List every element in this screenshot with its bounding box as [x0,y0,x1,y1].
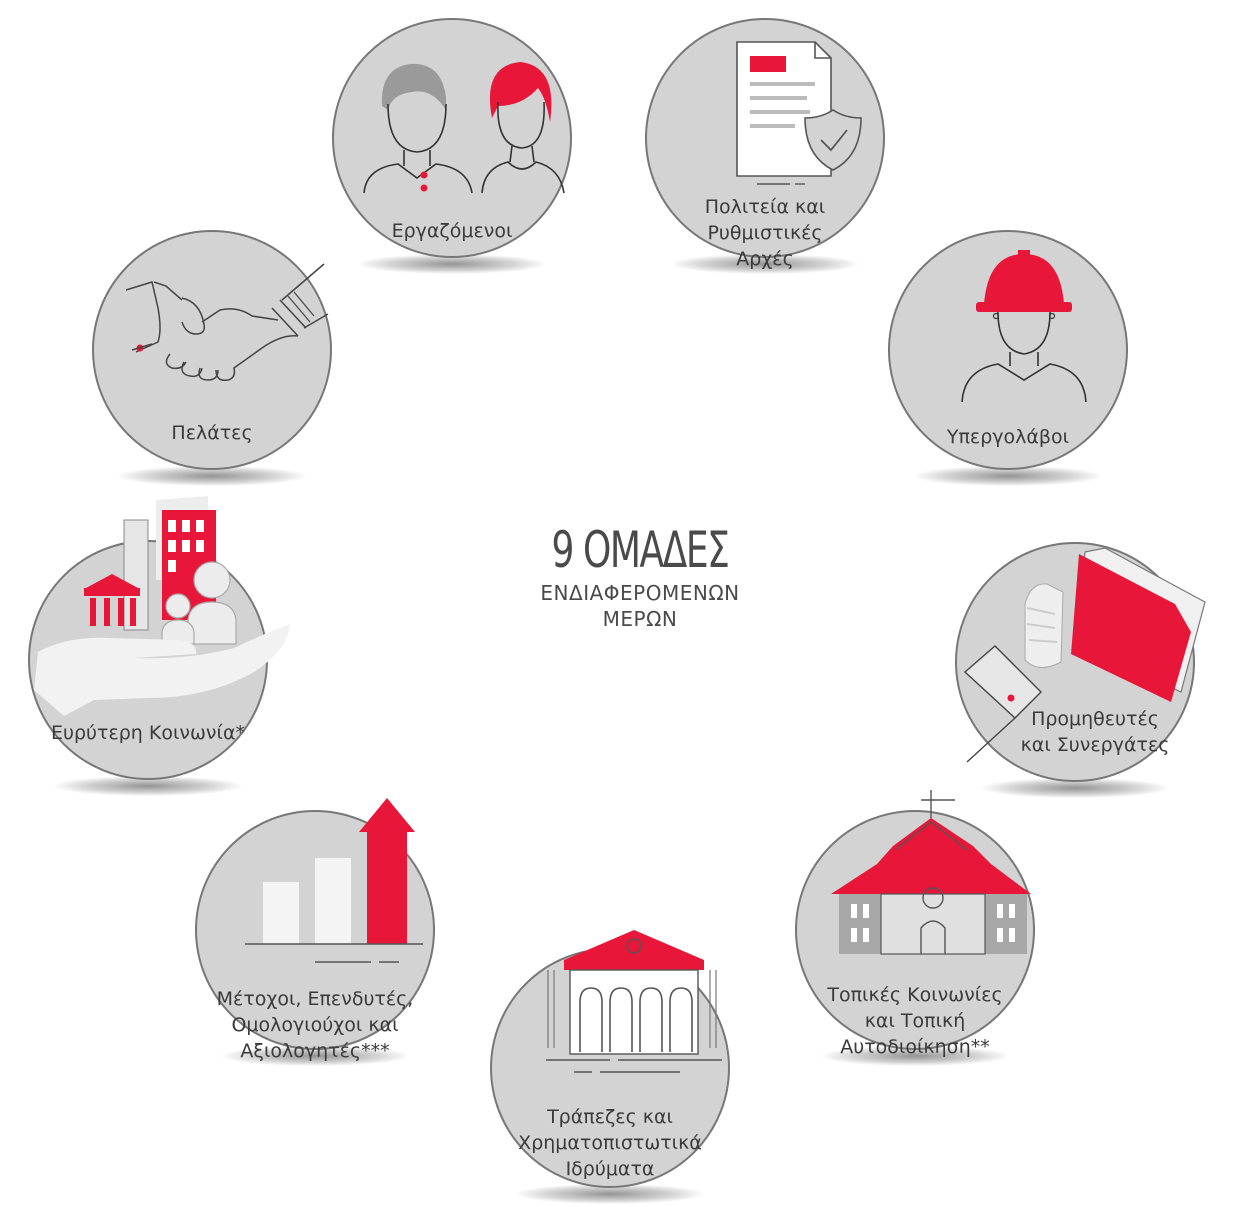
group-state: Πολιτεία και Ρυθμιστικές Αρχές [645,18,885,274]
title-line3: ΜΕΡΩΝ [602,607,678,631]
group-label-local-2: και Τοπική [864,1010,966,1032]
handshake-icon [125,263,329,382]
group-label-suppliers-2: και Συνεργάτες [1020,734,1170,756]
group-label-state-2: Ρυθμιστικές [707,222,823,244]
group-shareholders: Μέτοχοι, Επενδυτές, Ομολογιούχοι και Αξι… [195,798,435,1066]
hand-city-icon [34,496,290,716]
group-label-local-1: Τοπικές Κοινωνίες [827,984,1003,1006]
group-label-banks-2: Χρηματοπιστωτικά [518,1132,702,1154]
growth-bars-icon [245,798,423,963]
group-label-local-3: Αυτοδιοίκηση** [840,1036,990,1058]
hand-folder-icon [963,547,1206,763]
group-customers: Πελάτες [92,230,332,486]
group-employees: Εργαζόμενοι [332,18,572,274]
title-line2: ΕΝΔΙΑΦΕΡΟΜΕΝΩΝ [540,581,740,605]
group-label-society: Ευρύτερη Κοινωνία* [50,722,245,744]
two-people-icon [363,62,565,194]
bank-building-icon [546,930,722,1073]
group-label-customers: Πελάτες [171,422,253,444]
group-local-communities: Τοπικές Κοινωνίες και Τοπική Αυτοδιοίκησ… [795,790,1035,1066]
town-hall-icon [831,790,1031,955]
group-label-state-3: Αρχές [736,248,794,270]
group-label-employees: Εργαζόμενοι [391,220,513,242]
group-label-shareholders-1: Μέτοχοι, Επενδυτές, [216,988,414,1010]
group-label-state-1: Πολιτεία και [704,196,826,218]
group-label-shareholders-3: Αξιολογητές*** [240,1040,390,1062]
group-label-subcontractors: Υπεργολάβοι [946,426,1070,448]
title-main: 9 ΟΜΑΔΕΣ [551,521,730,579]
diagram-title: 9 ΟΜΑΔΕΣ ΕΝΔΙΑΦΕΡΟΜΕΝΩΝ ΜΕΡΩΝ [490,520,790,632]
group-label-banks-3: Ιδρύματα [565,1158,655,1180]
group-label-banks-1: Τράπεζες και [547,1106,673,1128]
group-suppliers: Προμηθευτές και Συνεργάτες [955,542,1206,798]
group-subcontractors: Υπεργολάβοι [888,230,1128,486]
group-label-suppliers-1: Προμηθευτές [1031,708,1159,730]
group-banks: Τράπεζες και Χρηματοπιστωτικά Ιδρύματα [490,930,730,1204]
group-label-shareholders-2: Ομολογιούχοι και [231,1014,399,1036]
hardhat-worker-icon [961,250,1087,403]
document-shield-icon [736,41,862,185]
group-society: Ευρύτερη Κοινωνία* [28,496,290,796]
